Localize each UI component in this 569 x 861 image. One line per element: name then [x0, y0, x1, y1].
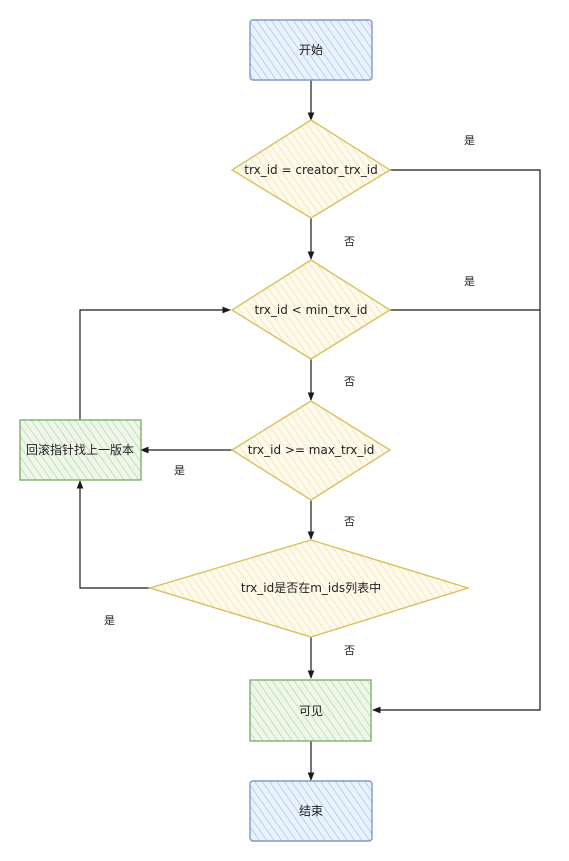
- label-mids-yes: 是: [104, 614, 115, 627]
- rollback-node: [19, 419, 142, 481]
- decision-creator: [230, 119, 392, 219]
- label-creator-yes: 是: [464, 134, 475, 147]
- decision-min: [230, 259, 392, 360]
- visible-node-label: 可见: [299, 704, 323, 718]
- label-max-no: 否: [344, 515, 355, 528]
- decision-max: [230, 400, 392, 501]
- decision-mids: [147, 539, 471, 638]
- label-min-no: 否: [344, 375, 355, 388]
- end-node: [249, 780, 373, 842]
- end-node-label: 结束: [299, 804, 323, 818]
- decision-max-label: trx_id >= max_trx_id: [248, 443, 375, 457]
- label-mids-no: 否: [344, 644, 355, 657]
- label-creator-no: 否: [344, 235, 355, 248]
- decision-mids-label: trx_id是否在m_ids列表中: [241, 580, 381, 595]
- start-node-label: 开始: [299, 43, 323, 57]
- decision-min-label: trx_id < min_trx_id: [254, 303, 367, 317]
- decision-creator-label: trx_id = creator_trx_id: [244, 163, 377, 177]
- edge-mids-yes: [76, 480, 150, 589]
- label-min-yes: 是: [464, 275, 475, 288]
- visible-node: [249, 679, 372, 742]
- edge-rollback-loop: [79, 306, 231, 420]
- edge-creator-yes: [372, 169, 541, 714]
- label-max-yes: 是: [174, 464, 185, 477]
- start-node: [249, 19, 373, 81]
- rollback-node-label: 回滚指针找上一版本: [26, 442, 134, 457]
